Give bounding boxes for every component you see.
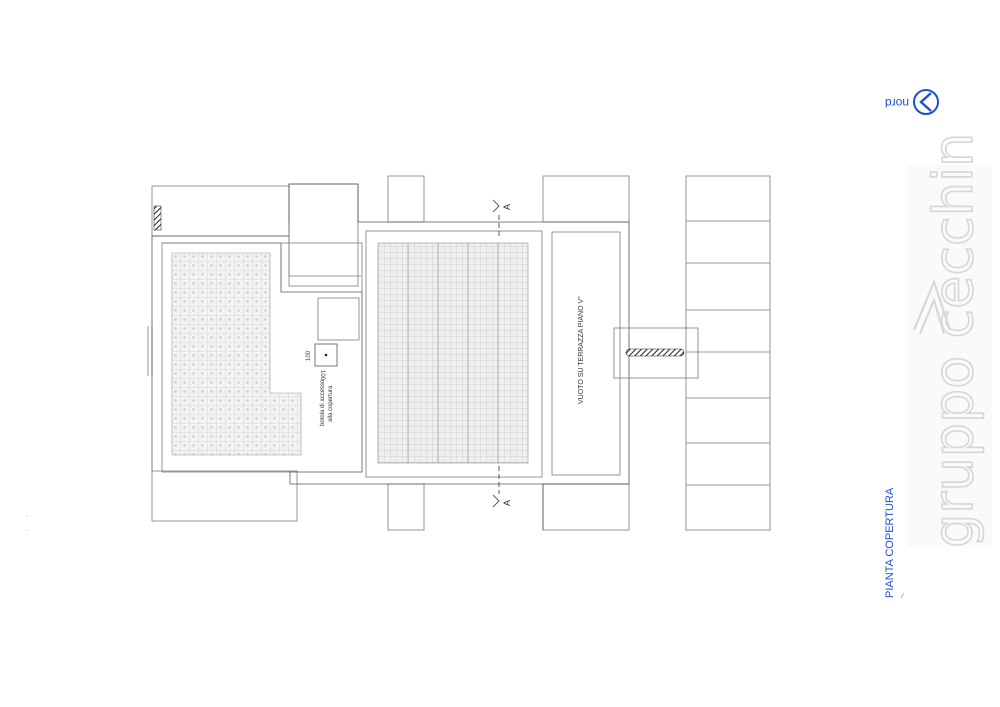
- wall-block: [387, 483, 425, 531]
- terrace-void-label: VUOTO SU TERRAZZA PIANO V°: [577, 296, 585, 404]
- title-mark: ⁄: [900, 594, 904, 600]
- stair-hatch: [153, 205, 162, 231]
- solar-panel-array: [171, 252, 302, 456]
- margin-mark: ·: [26, 528, 28, 534]
- wall-block: [151, 185, 290, 237]
- building-outline: [147, 175, 630, 531]
- wall-block: [317, 297, 360, 341]
- north-arrow: nord: [885, 89, 939, 115]
- hatch-dim-top: 100: [306, 350, 312, 361]
- drawing-title: PIANTA COPERTURA: [884, 487, 896, 598]
- chevron-left-icon: [919, 92, 932, 112]
- skylight-hatch: [625, 348, 685, 357]
- roof-grid-array: [377, 242, 529, 464]
- chevron-logo-icon: [913, 279, 951, 335]
- watermark: gruppo cecchin: [908, 132, 992, 549]
- section-line: A A: [492, 199, 512, 508]
- wall-block: [542, 483, 630, 531]
- terrace-void: [551, 231, 621, 476]
- hatch-dim-bottom: 100: [319, 370, 325, 381]
- margin-mark: ·: [26, 513, 28, 519]
- north-arrow-icon: [913, 89, 939, 115]
- roof-inner-area: [365, 230, 543, 478]
- wall-block: [387, 175, 425, 223]
- hatch-label-line1: botola di accesso: [320, 379, 326, 426]
- roof-step: [288, 222, 361, 277]
- section-arrow-icon: [492, 199, 500, 213]
- roof-access-hatch: 100 100 botola di accesso alla copertura: [306, 343, 338, 426]
- watermark-panel: [908, 165, 992, 547]
- north-label: nord: [885, 96, 909, 110]
- terrace-outline: [685, 175, 771, 531]
- roof-inner-area: [161, 242, 363, 473]
- terrace-blocks: [613, 175, 771, 531]
- skylight-block: [613, 327, 699, 379]
- section-arrow-icon: [492, 494, 500, 508]
- section-label-bottom: A: [502, 500, 512, 506]
- wall-block: [288, 183, 359, 287]
- watermark-text: gruppo cecchin: [922, 133, 985, 548]
- wall-block: [151, 470, 298, 522]
- section-label-top: A: [502, 204, 512, 210]
- hatch-label-line2: alla copertura: [328, 385, 334, 422]
- hatch-dot: [324, 353, 328, 357]
- wall-block: [542, 175, 630, 223]
- roof-grid-major-lines: [407, 243, 499, 463]
